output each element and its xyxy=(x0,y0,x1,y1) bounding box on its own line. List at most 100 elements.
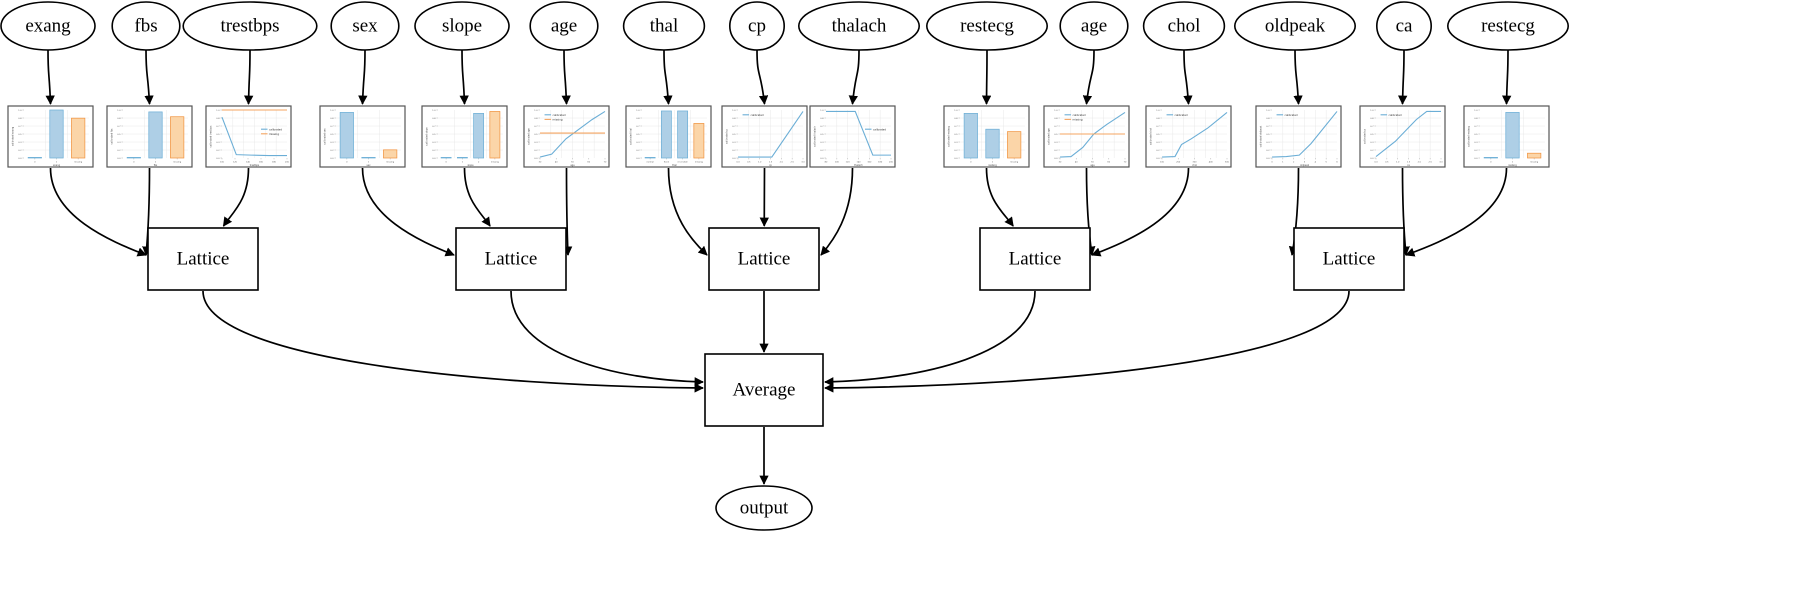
feature-node[interactable]: cp xyxy=(728,1,785,51)
y-axis-title: calibrated thal xyxy=(630,128,633,145)
average-box[interactable] xyxy=(704,353,824,427)
y-tick-label: 0.5 xyxy=(534,134,538,136)
feature-ellipse-sex[interactable] xyxy=(330,1,400,51)
x-tick-label: missing xyxy=(74,161,83,163)
feature-node[interactable]: restecg xyxy=(1447,1,1570,51)
lattice-box[interactable] xyxy=(979,227,1091,291)
x-tick-label: 50 xyxy=(571,161,574,163)
feature-node[interactable]: slope xyxy=(414,1,510,51)
y-tick-label: 1.0 xyxy=(954,110,958,112)
lattice-box[interactable] xyxy=(147,227,259,291)
y-tick-label: 0.5 xyxy=(1156,134,1160,136)
edge-feature-to-calibrator xyxy=(459,49,469,105)
x-axis-title: thalach xyxy=(854,164,863,167)
x-tick-label: 0.5 xyxy=(747,161,751,163)
y-tick-label: 1.0 xyxy=(636,110,640,112)
feature-ellipse-trestbps[interactable] xyxy=(182,1,318,51)
feature-node[interactable]: sex xyxy=(330,1,400,51)
y-tick-label: 0.8 xyxy=(18,118,22,120)
feature-node[interactable]: exang xyxy=(0,1,96,51)
feature-node[interactable]: thal xyxy=(622,1,706,51)
feature-label: sex xyxy=(352,15,378,36)
feature-ellipse-age[interactable] xyxy=(1059,1,1129,51)
feature-ellipse-restecg[interactable] xyxy=(1447,1,1570,51)
y-tick-label: 0.5 xyxy=(1266,134,1270,136)
edges-layer xyxy=(45,49,1512,485)
feature-ellipse-thal[interactable] xyxy=(622,1,706,51)
output-ellipse[interactable] xyxy=(715,485,813,531)
feature-node[interactable]: restecg xyxy=(925,1,1048,51)
feature-ellipse-restecg[interactable] xyxy=(925,1,1048,51)
feature-node[interactable]: fbs xyxy=(111,1,181,51)
lattice-box[interactable] xyxy=(708,227,820,291)
y-axis-title: calibrated fbs xyxy=(111,128,114,145)
lattice-node[interactable]: Lattice xyxy=(708,227,820,291)
x-axis-title: fbs xyxy=(154,164,158,167)
x-axis-title: age xyxy=(570,164,575,167)
feature-node[interactable]: chol xyxy=(1142,1,1226,51)
y-tick-label: 0.8 xyxy=(1266,118,1270,120)
x-tick-label: 300 xyxy=(1193,161,1198,163)
legend-label-missing: missing xyxy=(553,118,563,122)
edge-calibrator-to-lattice xyxy=(1091,167,1190,257)
legend-label-missing: missing xyxy=(269,132,279,136)
y-tick-label: 0.2 xyxy=(954,150,958,152)
y-tick-label: 0.5 xyxy=(732,134,736,136)
plot-series-calibrated xyxy=(1271,111,1338,158)
feature-ellipse-thalach[interactable] xyxy=(797,1,920,51)
y-tick-label: 0.5 xyxy=(954,134,958,136)
y-tick-label: 0.2 xyxy=(534,150,538,152)
feature-node[interactable]: age xyxy=(1059,1,1129,51)
x-tick-label: 30 xyxy=(539,161,542,163)
feature-node[interactable]: thalach xyxy=(797,1,920,51)
y-axis-title: calibrated trestbps xyxy=(210,125,213,147)
y-tick-label: 0.0 xyxy=(330,158,334,160)
feature-node[interactable]: ca xyxy=(1376,1,1433,51)
x-tick-label: 0.0 xyxy=(736,161,740,163)
plot-series-calibrated xyxy=(539,110,606,158)
plot-bar-calibrated xyxy=(644,157,656,159)
lattice-node[interactable]: Lattice xyxy=(1293,227,1405,291)
y-tick-label: 1.0 xyxy=(18,110,22,112)
edge-calibrator-to-lattice xyxy=(985,167,1014,227)
lattice-node[interactable]: Lattice xyxy=(979,227,1091,291)
lattice-box[interactable] xyxy=(1293,227,1405,291)
feature-label: ca xyxy=(1396,15,1413,36)
y-tick-label: 0.7 xyxy=(1474,126,1478,128)
y-tick-label: 0.2 xyxy=(820,150,824,152)
lattice-node[interactable]: Lattice xyxy=(455,227,567,291)
feature-ellipse-cp[interactable] xyxy=(728,1,785,51)
plot-series-calibrated xyxy=(826,110,891,156)
feature-ellipse-slope[interactable] xyxy=(414,1,510,51)
feature-ellipse-chol[interactable] xyxy=(1142,1,1226,51)
lattice-node[interactable]: Lattice xyxy=(147,227,259,291)
y-tick-label: 0.0 xyxy=(432,158,436,160)
y-tick-label: 1.0 xyxy=(1370,110,1374,112)
average-node[interactable]: Average xyxy=(704,353,824,427)
edge-calibrator-to-lattice xyxy=(463,167,491,227)
y-tick-label: 0.0 xyxy=(636,158,640,160)
y-tick-label: 0.3 xyxy=(820,142,824,144)
output-node[interactable]: output xyxy=(715,485,813,531)
feature-ellipse-age[interactable] xyxy=(529,1,599,51)
feature-node[interactable]: trestbps xyxy=(182,1,318,51)
y-axis-title: calibrated chol xyxy=(1150,128,1153,145)
feature-node[interactable]: age xyxy=(529,1,599,51)
y-tick-label: 0.5 xyxy=(18,134,22,136)
x-tick-label: 1 xyxy=(1282,161,1284,163)
feature-label: fbs xyxy=(134,15,157,36)
x-axis-title: thal xyxy=(672,164,677,167)
feature-ellipse-exang[interactable] xyxy=(0,1,96,51)
legend-label-missing: missing xyxy=(1073,118,1083,122)
plot-bar-calibrated xyxy=(985,128,1000,159)
plot-bar-calibrated xyxy=(361,157,376,159)
edge-feature-to-calibrator xyxy=(1082,49,1095,105)
lattice-box[interactable] xyxy=(455,227,567,291)
plot-bar-calibrated xyxy=(456,157,468,159)
feature-ellipse-oldpeak[interactable] xyxy=(1234,1,1357,51)
feature-node[interactable]: oldpeak xyxy=(1234,1,1357,51)
feature-ellipse-fbs[interactable] xyxy=(111,1,181,51)
feature-ellipse-ca[interactable] xyxy=(1376,1,1433,51)
